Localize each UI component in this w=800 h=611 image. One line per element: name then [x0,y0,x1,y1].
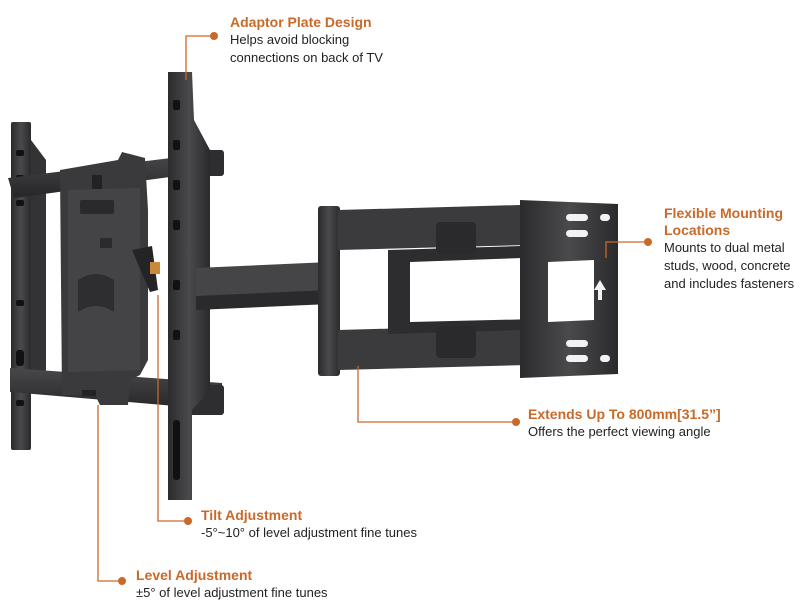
callout-flexible-mounting-locations: Flexible Mounting Locations Mounts to du… [664,205,794,293]
callout-tilt-adjustment: Tilt Adjustment -5°~10° of level adjustm… [201,507,417,542]
callout-title: Tilt Adjustment [201,507,303,523]
callout-description: Offers the perfect viewing angle [528,424,711,439]
callout-extends-up-to: Extends Up To 800mm[31.5”] Offers the pe… [528,406,721,441]
callout-title: Extends Up To 800mm[31.5”] [528,406,721,422]
left-vertical-rail [11,122,46,450]
callout-title: Adaptor Plate Design [230,14,372,30]
callout-description: Mounts to dual metal studs, wood, concre… [664,240,795,291]
callout-description: Helps avoid blocking connections on back… [230,32,383,65]
callout-level-adjustment: Level Adjustment ±5° of level adjustment… [136,567,328,602]
callout-description: ±5° of level adjustment fine tunes [136,585,328,600]
wall-plate [520,200,618,378]
right-vertical-rail [168,72,210,500]
callout-anchor-dots [118,32,652,585]
callout-description: -5°~10° of level adjustment fine tunes [201,525,417,540]
adaptor-plate [60,152,160,405]
callout-adaptor-plate-design: Adaptor Plate Design Helps avoid blockin… [230,14,383,67]
callout-title: Level Adjustment [136,567,253,583]
callout-title: Flexible Mounting Locations [664,205,783,238]
callout-leader-lines [97,35,648,582]
